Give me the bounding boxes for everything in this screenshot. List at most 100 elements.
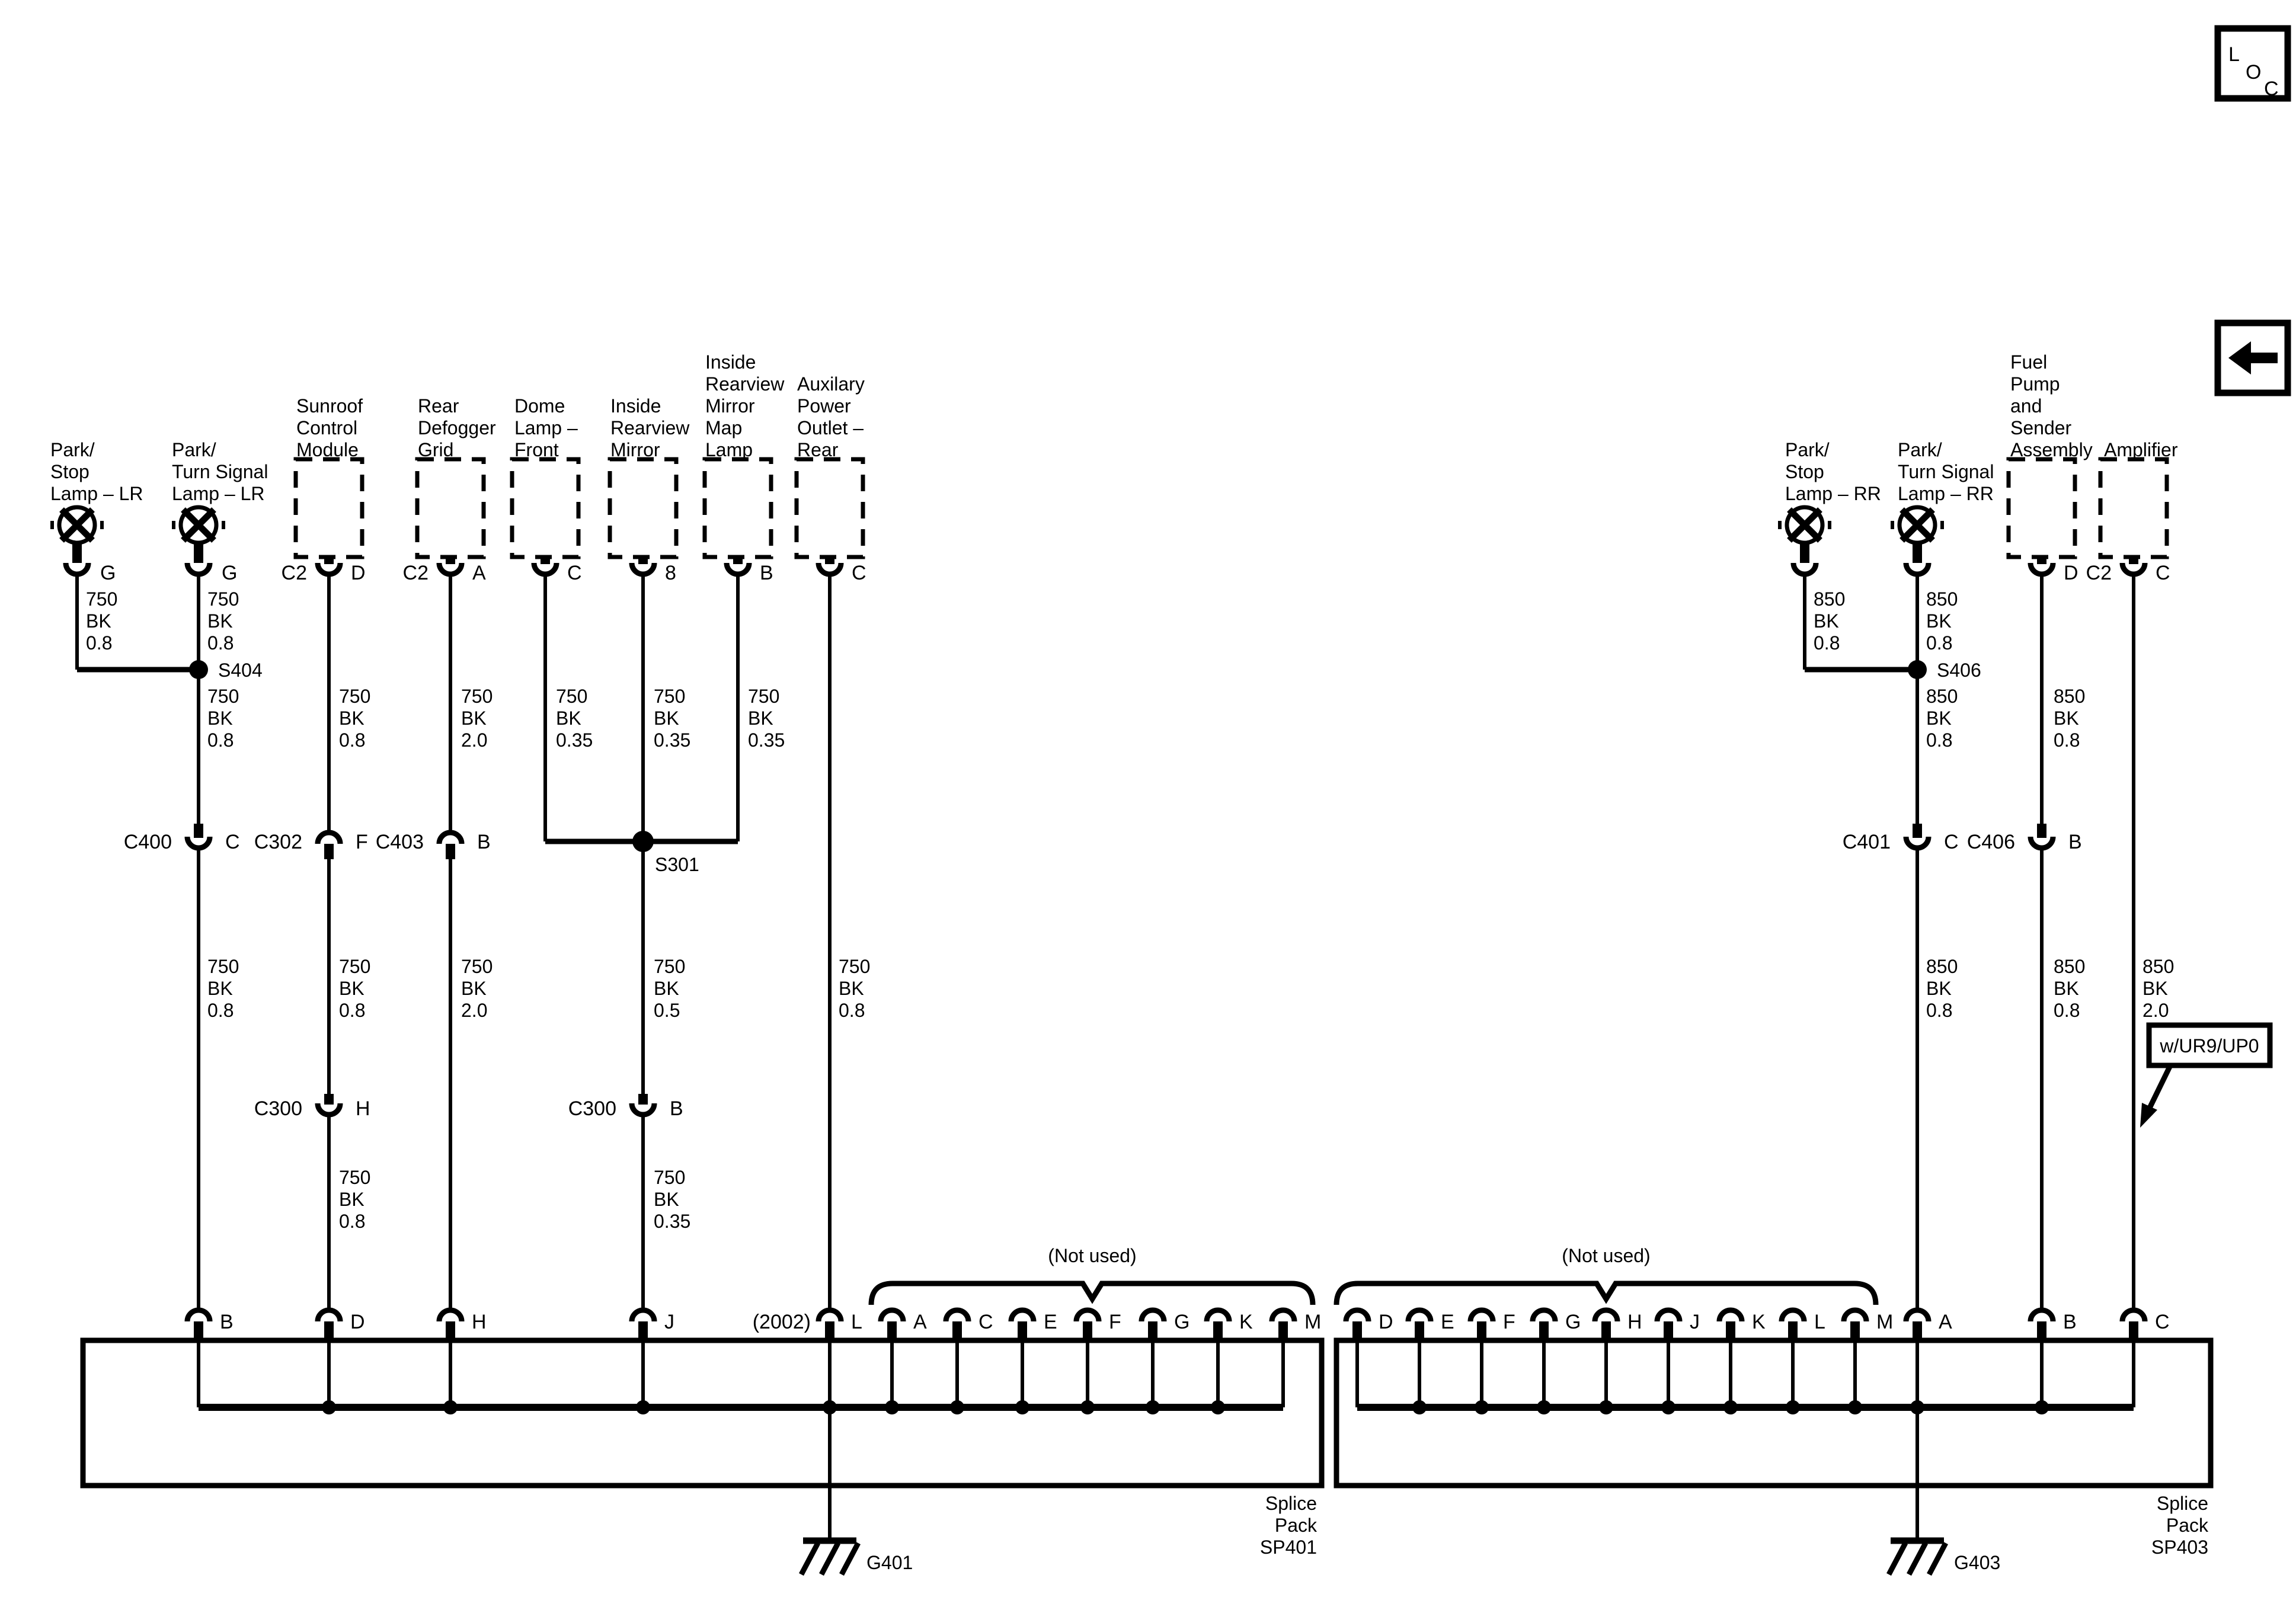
svg-text:750: 750 [339,956,370,977]
label-sunroof-control-module: Sunroof Control Module [296,395,363,460]
pin-letter: C [567,562,582,584]
svg-text:BK: BK [207,708,233,729]
pin-letter: A [913,1311,927,1333]
svg-text:0.8: 0.8 [2054,729,2080,751]
svg-text:850: 850 [1926,588,1958,610]
pin-letter: G [222,562,237,584]
svg-text:BK: BK [2054,708,2079,729]
label-park-turn-lr: Park/ Turn Signal Lamp – LR [172,439,268,504]
pin-letter: C [852,562,866,584]
splice-pack-label: SP403 [2151,1537,2208,1558]
pin-letter: A [472,562,486,584]
lamp-symbol-park-turn-rr [1891,505,1944,563]
splice-dot-s404 [189,660,208,679]
label-inside-rearview-mirror: Inside Rearview Mirror [610,395,690,460]
label-line: Fuel [2010,351,2047,373]
label-line: and [2010,395,2042,417]
label-line: Turn Signal [172,461,268,482]
connector-c300-b: C300 B [568,1094,683,1120]
svg-text:750: 750 [748,686,779,707]
lamp-symbol-park-turn-lr [172,505,225,563]
svg-text:BK: BK [839,978,864,999]
svg-text:750: 750 [461,956,493,977]
pin-letter: J [1690,1311,1700,1333]
svg-text:750: 750 [839,956,870,977]
svg-text:0.8: 0.8 [339,729,365,751]
component-box-fuel-pump [2006,457,2077,564]
svg-text:BK: BK [2142,978,2168,999]
pin-arcs-top [63,562,2148,577]
pin-letter: B [220,1311,234,1333]
label-park-stop-rr: Park/ Stop Lamp – RR [1785,439,1881,504]
connector-id: C2 [403,562,428,584]
component-box-irm [607,457,679,564]
connector-pin: B [477,831,491,853]
connector-name: C400 [124,831,172,853]
label-line: Inside [610,395,661,417]
connector-pin: F [356,831,368,853]
label-line: Rear [418,395,459,417]
component-box-aux-outlet [794,457,865,564]
svg-text:0.8: 0.8 [86,632,112,654]
svg-text:750: 750 [654,1167,685,1188]
svg-text:BK: BK [461,978,487,999]
label-line: Amplifier [2104,439,2178,460]
svg-text:BK: BK [748,708,773,729]
label-fuel-pump-sender: Fuel Pump and Sender Assembly [2010,351,2093,460]
svg-text:BK: BK [654,708,679,729]
connector-name: C302 [254,831,302,853]
pin-letter: J [664,1311,674,1333]
label-line: Lamp – RR [1898,483,1994,504]
label-line: Rearview [705,373,785,395]
pin-letter: D [351,562,366,584]
loc-letter-l: L [2228,43,2240,66]
splice-pack-box-sp401: Splice Pack SP401 [80,1337,1325,1558]
pin-letter: D [350,1311,365,1333]
splice-label-s301: S301 [655,854,699,875]
label-line: Lamp – LR [172,483,265,504]
svg-text:850: 850 [2142,956,2174,977]
label-line: Control [296,417,357,438]
label-line: Outlet – [797,417,864,438]
label-rear-defogger-grid: Rear Defogger Grid [418,395,496,460]
svg-text:BK: BK [1926,978,1952,999]
label-line: Park/ [1785,439,1830,460]
pin-arcs-bottom [184,1307,2148,1340]
svg-text:0.35: 0.35 [748,729,785,751]
component-box-sunroof [293,457,364,564]
splice-pack-box-sp403: Splice Pack SP403 [1334,1337,2214,1558]
svg-text:750: 750 [339,1167,370,1188]
label-line: Lamp – RR [1785,483,1881,504]
svg-text:750: 750 [339,686,370,707]
label-line: Park/ [50,439,95,460]
pin-letter: G [1174,1311,1189,1333]
pin-letter: 8 [665,562,676,584]
connector-c406: C406 B [1967,824,2082,853]
svg-text:BK: BK [1926,708,1952,729]
svg-text:0.8: 0.8 [207,729,234,751]
svg-text:0.8: 0.8 [339,1000,365,1021]
label-line: Stop [50,461,89,482]
label-line: Rear [797,439,839,460]
label-line: Sender [2010,417,2072,438]
pin-letter: E [1044,1311,1057,1333]
back-arrow-box[interactable] [2214,319,2291,396]
connector-pin: B [2068,831,2082,853]
label-aux-power-outlet-rear: Auxilary Power Outlet – Rear [797,373,865,460]
svg-text:0.35: 0.35 [654,729,690,751]
pin-letters-top: G G C2 D C2 A C 8 B C D C2 C [100,562,2170,584]
label-line: Module [296,439,359,460]
svg-text:750: 750 [207,588,239,610]
label-line: Mirror [705,395,755,417]
not-used-label: (Not used) [1048,1245,1136,1266]
pin-letter: B [760,562,773,584]
pin-letter: A [1939,1311,1952,1333]
svg-text:BK: BK [654,1189,679,1210]
